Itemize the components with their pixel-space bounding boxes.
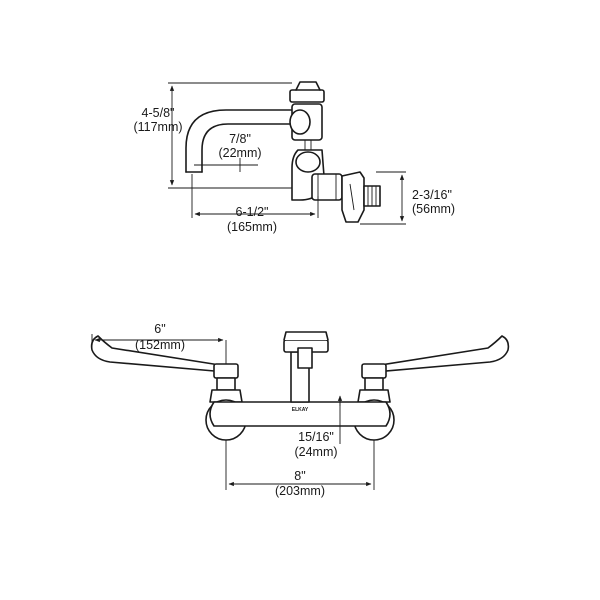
handle-length-metric-label: (152mm) <box>135 338 185 352</box>
side-view-faucet <box>185 81 381 223</box>
front-view-dimension-labels: 6" (152mm) 15/16" (24mm) 8" (203mm) <box>135 322 338 498</box>
body-depth-imperial-label: 15/16" <box>298 430 334 444</box>
front-view-dimension-lines <box>91 334 375 490</box>
reach-imperial-label: 6-1/2" <box>236 205 269 219</box>
height-metric-label: (117mm) <box>133 120 182 134</box>
centers-metric-label: (203mm) <box>275 484 325 498</box>
height-imperial-label: 4-5/8" <box>142 106 175 120</box>
spout-offset-imperial-label: 7/8" <box>229 132 251 146</box>
inlet-height-imperial-label: 2-3/16" <box>412 188 452 202</box>
side-view-dimension-lines <box>168 82 406 225</box>
side-view-dimension-labels: 4-5/8" (117mm) 7/8" (22mm) 6-1/2" (165mm… <box>133 106 455 234</box>
reach-metric-label: (165mm) <box>227 220 277 234</box>
spout-offset-metric-label: (22mm) <box>218 146 261 160</box>
centers-imperial-label: 8" <box>294 469 305 483</box>
body-depth-metric-label: (24mm) <box>294 445 337 459</box>
handle-length-imperial-label: 6" <box>154 322 165 336</box>
front-view-faucet: ELKAY <box>90 331 510 441</box>
front-logo-text: ELKAY <box>292 407 309 413</box>
inlet-height-metric-label: (56mm) <box>412 202 455 216</box>
